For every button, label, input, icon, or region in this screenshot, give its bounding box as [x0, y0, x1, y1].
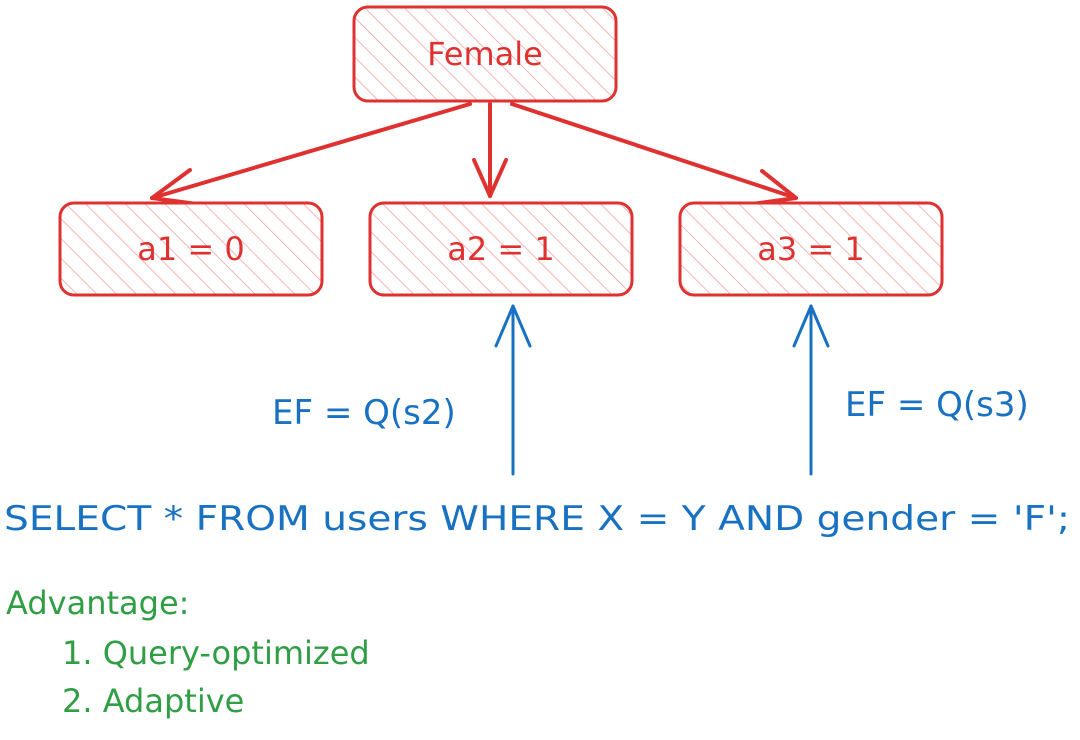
node-a3-label: a3 = 1: [757, 230, 864, 268]
node-a2: a2 = 1: [368, 201, 634, 297]
arrow-query-to-a2-arrowhead: [494, 304, 532, 348]
annotation-ef-s3: EF = Q(s3): [845, 385, 1029, 425]
node-root-label: Female: [427, 35, 543, 73]
query-arrows: [494, 304, 830, 476]
node-a1-box: [58, 201, 324, 297]
annotation-ef-s2: EF = Q(s2): [272, 393, 456, 433]
edge-root-to-a3: [510, 102, 798, 200]
node-root-box: [352, 5, 618, 103]
node-a2-box: [368, 201, 634, 297]
node-a1: a1 = 0: [58, 201, 324, 297]
edge-root-to-a1: [150, 102, 472, 200]
edge-root-to-a2-arrowhead: [472, 158, 508, 198]
node-a1-label: a1 = 0: [137, 230, 244, 268]
tree-edges: [150, 102, 798, 206]
advantage-heading: Advantage:: [6, 584, 189, 622]
advantage-item-2: 2. Adaptive: [62, 682, 244, 720]
node-a2-label: a2 = 1: [447, 230, 554, 268]
node-root: Female: [352, 5, 618, 103]
advantage-item-1: 1. Query-optimized: [62, 634, 370, 672]
sql-query: SELECT * FROM users WHERE X = Y AND gend…: [4, 499, 1070, 539]
node-a3-box: [678, 201, 944, 297]
arrow-query-to-a3-arrowhead: [792, 304, 830, 348]
node-a3: a3 = 1: [678, 201, 944, 297]
